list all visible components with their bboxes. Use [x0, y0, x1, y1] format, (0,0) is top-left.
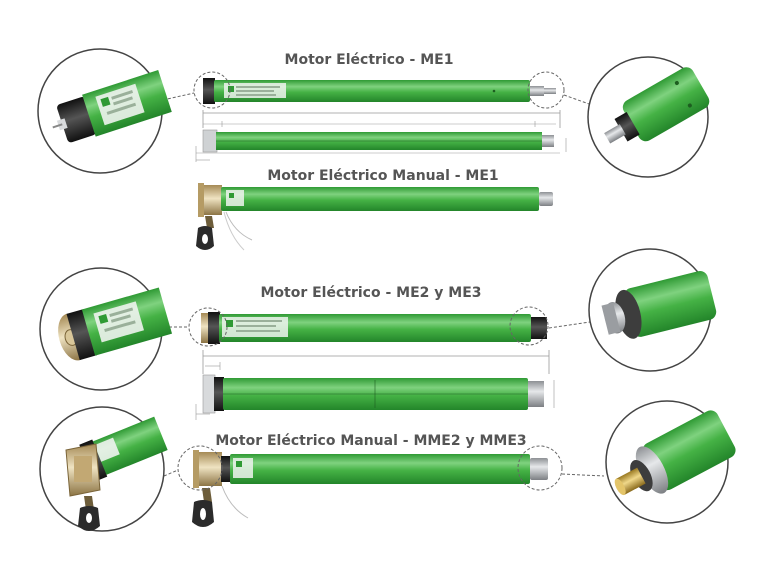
detail-marker-mme2-head	[177, 445, 223, 491]
title-mme2-mme3: Motor Eléctrico Manual - MME2 y MME3	[215, 433, 526, 449]
dimension-drawing-me2	[195, 350, 555, 420]
title-me1: Motor Eléctrico - ME1	[285, 52, 454, 68]
motor-me1	[203, 78, 556, 104]
detail-marker-me1-head	[193, 71, 231, 109]
zoom-bubble-mme2-shaft	[605, 400, 736, 524]
detail-marker-me2-head	[188, 307, 228, 347]
zoom-bubble-me2-head	[39, 267, 173, 391]
motor-mme2-mme3-manual	[192, 450, 548, 527]
detail-marker-me1-shaft	[527, 71, 565, 109]
motor-me2-me3	[201, 312, 547, 344]
motor-me1-manual	[196, 183, 553, 251]
detail-marker-mme2-shaft	[517, 445, 563, 491]
dimension-drawing-me1	[195, 110, 567, 162]
title-me1-manual: Motor Eléctrico Manual - ME1	[267, 168, 498, 184]
zoom-bubble-me1-head	[37, 48, 172, 174]
detail-marker-me2-shaft	[509, 306, 549, 346]
zoom-bubble-mme2-head	[39, 406, 168, 532]
zoom-bubble-me1-shaft	[587, 56, 710, 178]
zoom-bubble-me2-shaft	[588, 248, 717, 372]
title-me2-me3: Motor Eléctrico - ME2 y ME3	[260, 285, 481, 301]
